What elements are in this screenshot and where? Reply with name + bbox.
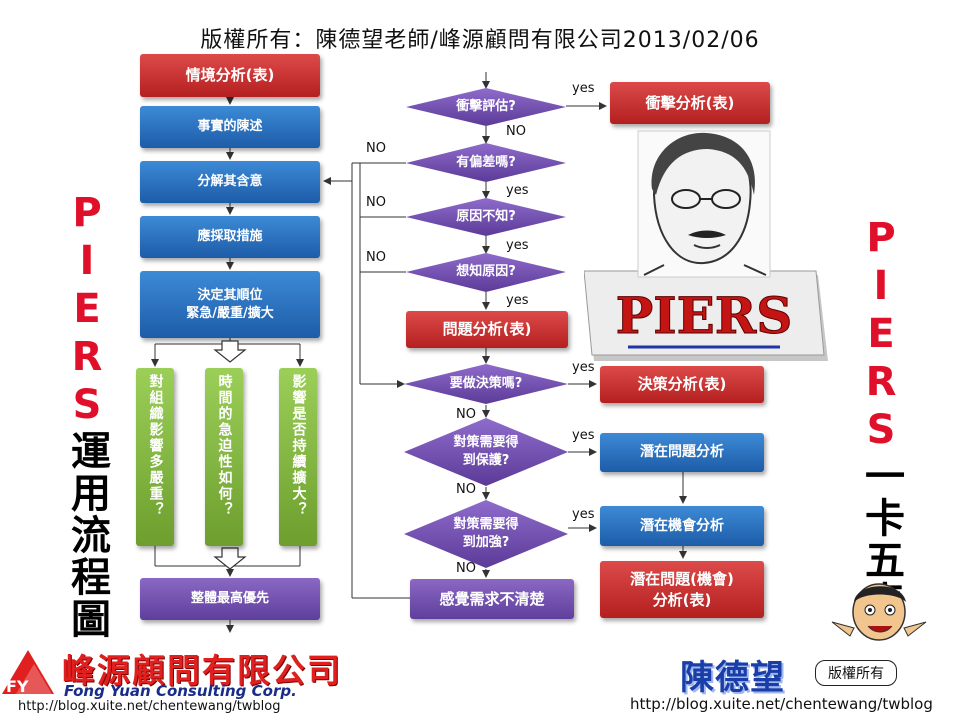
label-no-cause-unknown: NO [366, 195, 386, 210]
impact-analysis-box: 衝擊分析(表) [610, 82, 770, 124]
author-name: 陳德望 [680, 658, 785, 698]
priority-box: 決定其順位 緊急/嚴重/擴大 [140, 271, 320, 338]
page-title: 版權所有：陳德望老師/峰源顧問有限公司2013/02/06 [200, 28, 760, 53]
unclear-needs-box: 感覺需求不清楚 [410, 579, 574, 619]
author-portrait-illustration: PIERS [584, 130, 828, 361]
situation-analysis-box: 情境分析(表) [140, 54, 320, 97]
right-vertical-title: PIERS一卡五表 [858, 215, 904, 623]
problem-analysis-box: 問題分析(表) [406, 311, 568, 348]
potential-table-line-1: 潛在問題(機會) [630, 570, 734, 589]
criteria-urgency-box: 時間的急迫性如何？ [205, 368, 243, 546]
label-no-deviation: NO [366, 141, 386, 156]
company-name-cn: 峰源顧問有限公司 [62, 651, 342, 690]
label-yes-want-cause: yes [506, 293, 529, 308]
label-yes-decision: yes [572, 360, 595, 375]
potential-table-box: 潛在問題(機會) 分析(表) [600, 561, 764, 618]
measures-box: 應採取措施 [140, 216, 320, 258]
label-no-protect: NO [456, 482, 476, 497]
diamond-deviation [406, 143, 566, 182]
company-name-en: Fong Yuan Consulting Corp. [64, 682, 297, 700]
hollow-down-arrow-bottom [213, 547, 247, 570]
potential-opportunity-box: 潛在機會分析 [600, 506, 764, 546]
label-yes-cause-unknown: yes [506, 238, 529, 253]
cartoon-avatar-icon [831, 583, 927, 641]
diamond-impact [406, 88, 566, 126]
diamond-decision-label: 要做決策嗎? [449, 375, 523, 391]
copyright-badge: 版權所有 [815, 660, 897, 686]
facts-box: 事實的陳述 [140, 106, 320, 148]
priority-line-1: 決定其順位 [197, 287, 263, 303]
diamond-strengthen-line-1: 對策需要得 [453, 516, 519, 532]
label-no-decision: NO [456, 407, 476, 422]
diamond-impact-label: 衝擊評估? [456, 98, 516, 114]
label-no-strengthen: NO [456, 561, 476, 576]
label-yes-strengthen: yes [572, 507, 595, 522]
diamond-cause-unknown-label: 原因不知? [456, 208, 516, 224]
hollow-down-arrow-top [213, 340, 247, 363]
left-vertical-title: PIERS運用流程圖 [64, 190, 110, 640]
diamond-protect [404, 418, 568, 486]
diamond-want-cause [406, 253, 566, 292]
label-yes-protect: yes [572, 428, 595, 443]
decision-analysis-box: 決策分析(表) [600, 366, 764, 403]
piers-logo-text: PIERS [616, 286, 793, 345]
overall-priority-box: 整體最高優先 [140, 578, 320, 620]
label-no-want-cause: NO [366, 250, 386, 265]
diamond-protect-line-2: 到保護? [462, 453, 510, 468]
diamond-strengthen-line-2: 到加強? [462, 535, 510, 550]
diamond-protect-label: 對策需要得 到保護? [404, 434, 568, 470]
diamond-protect-line-1: 對策需要得 [453, 434, 519, 450]
author-url: http://blog.xuite.net/chentewang/twblog [630, 695, 933, 713]
diamond-strengthen-label: 對策需要得 到加強? [404, 516, 568, 552]
company-url: http://blog.xuite.net/chentewang/twblog [18, 699, 281, 714]
potential-problem-box: 潛在問題分析 [600, 433, 764, 472]
label-no-impact: NO [506, 124, 526, 139]
label-yes-impact: yes [572, 81, 595, 96]
diamond-strengthen [404, 500, 568, 568]
company-logo-mark: FY [6, 677, 29, 696]
diamond-deviation-label: 有偏差嗎? [456, 154, 516, 170]
criteria-severity-box: 對組織影響多嚴重？ [136, 368, 174, 546]
potential-table-line-2: 分析(表) [652, 590, 712, 609]
label-yes-deviation: yes [506, 183, 529, 198]
diamond-cause-unknown [406, 198, 566, 236]
diamond-decision [404, 364, 568, 404]
priority-line-2: 緊急/嚴重/擴大 [186, 305, 274, 321]
company-logo-mountain-icon: FY [2, 650, 54, 696]
diamond-want-cause-label: 想知原因? [456, 263, 516, 279]
decompose-box: 分解其含意 [140, 161, 320, 203]
criteria-growth-box: 影響是否持續擴大？ [279, 368, 317, 546]
